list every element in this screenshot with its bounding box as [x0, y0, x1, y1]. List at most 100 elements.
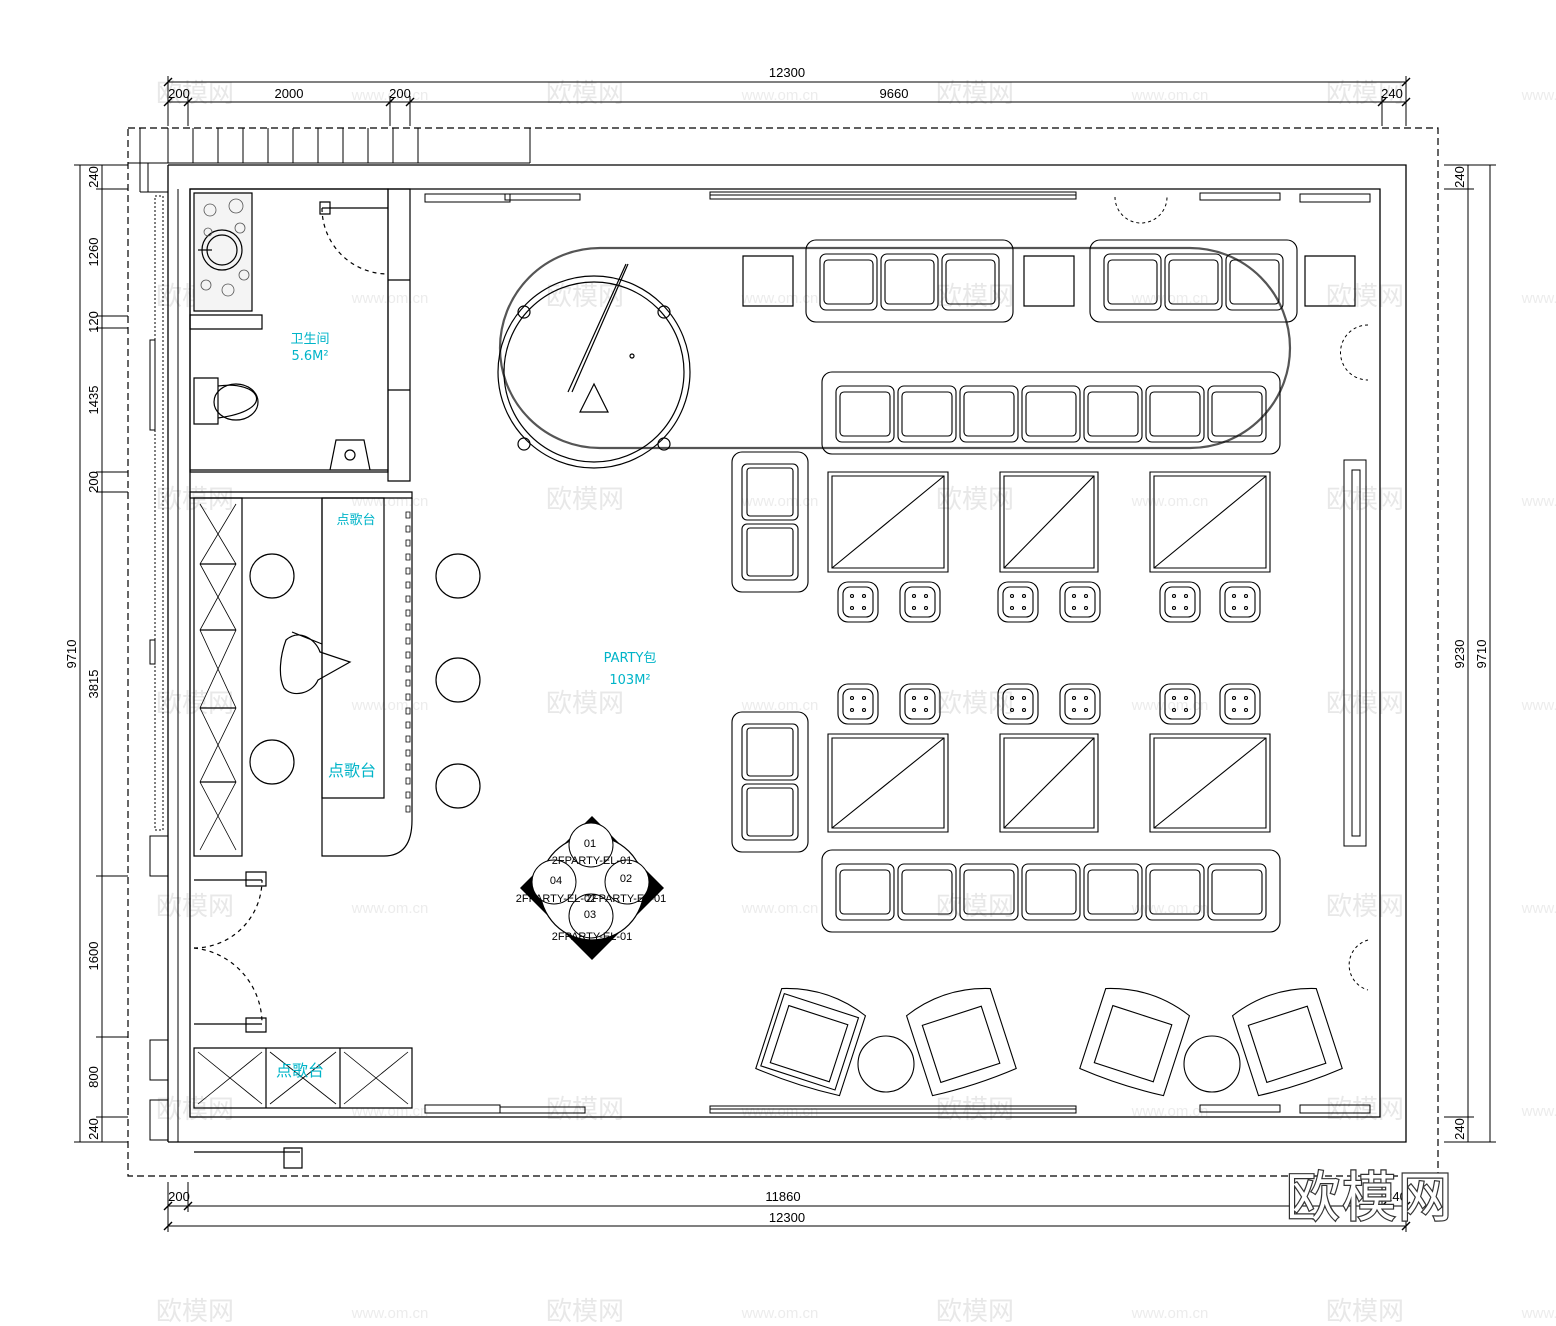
coffee-table [1150, 472, 1270, 572]
watermark-text: 欧模网 [546, 1297, 624, 1326]
led-dot [406, 778, 410, 784]
watermark-text: 欧模网 [936, 689, 1014, 719]
led-dot [406, 708, 410, 714]
stool [838, 684, 878, 724]
bathroom-name: 卫生间 [290, 332, 329, 347]
stool-layer [838, 582, 1260, 724]
dim-left-seg: 3815 [86, 670, 101, 699]
party-room-furniture [498, 248, 1355, 468]
led-dot [406, 554, 410, 560]
sofa-layer [732, 240, 1297, 932]
song-desk-label: 点歌台 [328, 761, 376, 780]
index-code: 2FPARTY-EL-01 [552, 855, 633, 867]
watermark-text: 欧模网 [1326, 892, 1404, 922]
dim-left-seg: 240 [86, 166, 101, 188]
watermark-url: www.om.cn [1521, 493, 1556, 510]
watermark-url: www.om.cn [1521, 1103, 1556, 1120]
coffee-table [1000, 472, 1098, 572]
led-strip [406, 512, 410, 812]
watermark-url: www.om.cn [1521, 290, 1556, 307]
watermark-url: www.om.cn [741, 1305, 819, 1322]
dim-top-seg: 9660 [880, 86, 909, 101]
led-dot [406, 722, 410, 728]
dim-left-seg: 1260 [86, 238, 101, 267]
watermark-text: 欧模网 [1326, 1095, 1404, 1125]
led-dot [406, 568, 410, 574]
index-code: 2FPARTY-EL-01 [586, 893, 667, 905]
armchairs [755, 981, 1343, 1098]
watermark-text: 欧模网 [1326, 1297, 1404, 1326]
led-dot [406, 652, 410, 658]
dim-top-seg: 200 [389, 86, 411, 101]
watermark-url: www.om.cn [351, 1305, 429, 1322]
dim-top-total: 12300 [769, 65, 805, 80]
dim-right-total-b: 9710 [1474, 640, 1489, 669]
coffee-table [828, 472, 948, 572]
watermark-url: www.om.cn [351, 697, 429, 714]
dim-top-seg: 200 [168, 86, 190, 101]
led-dot [406, 736, 410, 742]
sofa [806, 240, 1013, 322]
led-dot [406, 750, 410, 756]
dimension-ticks [164, 78, 1410, 1230]
watermark-url: www.om.cn [351, 1103, 429, 1120]
watermark-url: www.om.cn [741, 900, 819, 917]
left-dimension-labels: 9710 240 1260 120 1435 200 3815 1600 800… [64, 166, 101, 1140]
watermark-url: www.om.cn [741, 290, 819, 307]
stool [998, 684, 1038, 724]
stool [1060, 582, 1100, 622]
bathroom-area: 5.6M² [291, 349, 328, 364]
stool [1160, 684, 1200, 724]
sofa [1090, 240, 1297, 322]
index-number: 02 [620, 873, 632, 885]
index-number: 04 [550, 875, 562, 887]
index-number: 01 [584, 838, 596, 850]
watermark-text: 欧模网 [1326, 282, 1404, 312]
bathroom [190, 189, 410, 481]
stair-treads [168, 128, 418, 163]
section-index-marker: 01 02 03 04 2FPARTY-EL-01 2FPARTY-EL-01 … [516, 816, 667, 960]
watermark-url: www.om.cn [741, 697, 819, 714]
watermark-url: www.om.cn [1521, 697, 1556, 714]
dim-left-seg: 120 [86, 311, 101, 333]
watermark-text: 欧模网 [156, 79, 234, 109]
watermark-text: 欧模网 [936, 79, 1014, 109]
stool [1060, 684, 1100, 724]
led-dot [406, 792, 410, 798]
table-layer [828, 472, 1270, 832]
watermark-url: www.om.cn [1131, 697, 1209, 714]
watermark-text: 欧模网 [156, 689, 234, 719]
watermark-url: www.om.cn [1521, 900, 1556, 917]
watermark-url: www.om.cn [351, 493, 429, 510]
watermark-url: www.om.cn [1131, 87, 1209, 104]
song-desk-label: 点歌台 [276, 1061, 324, 1080]
dim-top-seg: 240 [1381, 86, 1403, 101]
index-code: 2FPARTY-EL-02 [516, 893, 597, 905]
watermark-text: 欧模网 [1326, 485, 1404, 515]
dim-left-seg: 1600 [86, 942, 101, 971]
watermark-text: 欧模网 [936, 892, 1014, 922]
watermark-text: 欧模网 [936, 1297, 1014, 1326]
walls [128, 128, 1438, 1176]
led-dot [406, 624, 410, 630]
dim-right-total-a: 9230 [1452, 640, 1467, 669]
watermark-url: www.om.cn [741, 1103, 819, 1120]
stool [900, 684, 940, 724]
watermark-text: 欧模网 [156, 892, 234, 922]
song-desk-label: 点歌台 [336, 513, 375, 528]
watermark-url: www.om.cn [351, 290, 429, 307]
sofa [732, 452, 808, 592]
led-dot [406, 666, 410, 672]
watermark-url: www.om.cn [1131, 1103, 1209, 1120]
dimension-lines [74, 76, 1496, 1232]
watermark-url: www.om.cn [1521, 87, 1556, 104]
dim-bottom-seg: 240 [1385, 1189, 1407, 1204]
stool [998, 582, 1038, 622]
watermark-text: 欧模网 [546, 689, 624, 719]
coffee-table [828, 734, 948, 832]
index-number: 03 [584, 909, 596, 921]
watermark-url: www.om.cn [351, 87, 429, 104]
watermark-url: www.om.cn [1131, 493, 1209, 510]
watermark-text: 欧模网 [156, 485, 234, 515]
